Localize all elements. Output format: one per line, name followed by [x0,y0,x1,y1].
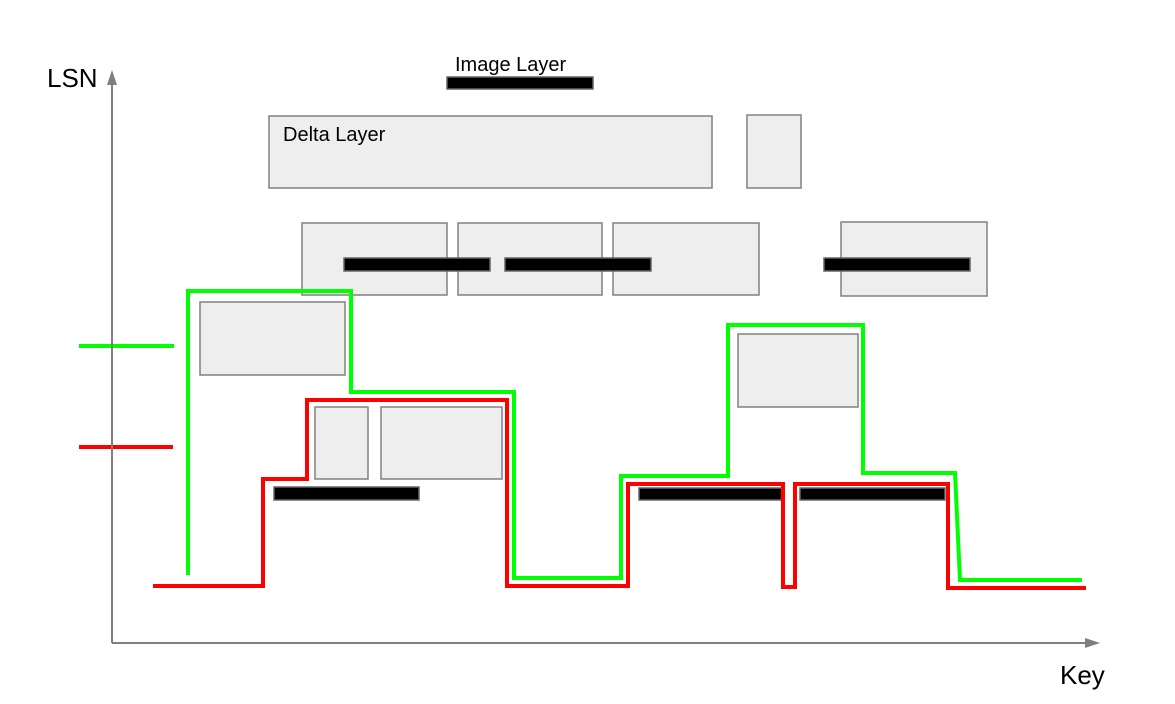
delta-layer-rect [380,406,503,480]
delta-layer-rect [746,114,802,189]
labels: LSN Key Image Layer Delta Layer [47,54,1105,690]
y-axis-label: LSN [47,63,98,93]
delta-layer-label: Delta Layer [283,124,386,146]
image-layer-bar [799,487,946,501]
delta-layer-rect [737,333,859,408]
image-layer-bar [343,257,491,272]
y-axis-arrowhead-icon [107,70,117,85]
x-axis-arrowhead-icon [1085,638,1100,648]
image-layer-legend-label: Image Layer [455,54,567,76]
image-layer-bar [504,257,652,272]
x-axis-label: Key [1060,660,1105,690]
image-layer-bar [446,76,594,90]
delta-layer-rect [199,301,346,376]
delta-layer-rect [268,115,713,189]
image-layer-bar [823,257,971,272]
shapes-layer [79,76,1086,590]
delta-layer-rect [314,406,369,480]
image-layer-bar [638,487,783,501]
image-layer-bar [273,486,420,501]
branch-line [186,289,1082,582]
axes [107,70,1100,648]
branch-line [153,398,1086,590]
